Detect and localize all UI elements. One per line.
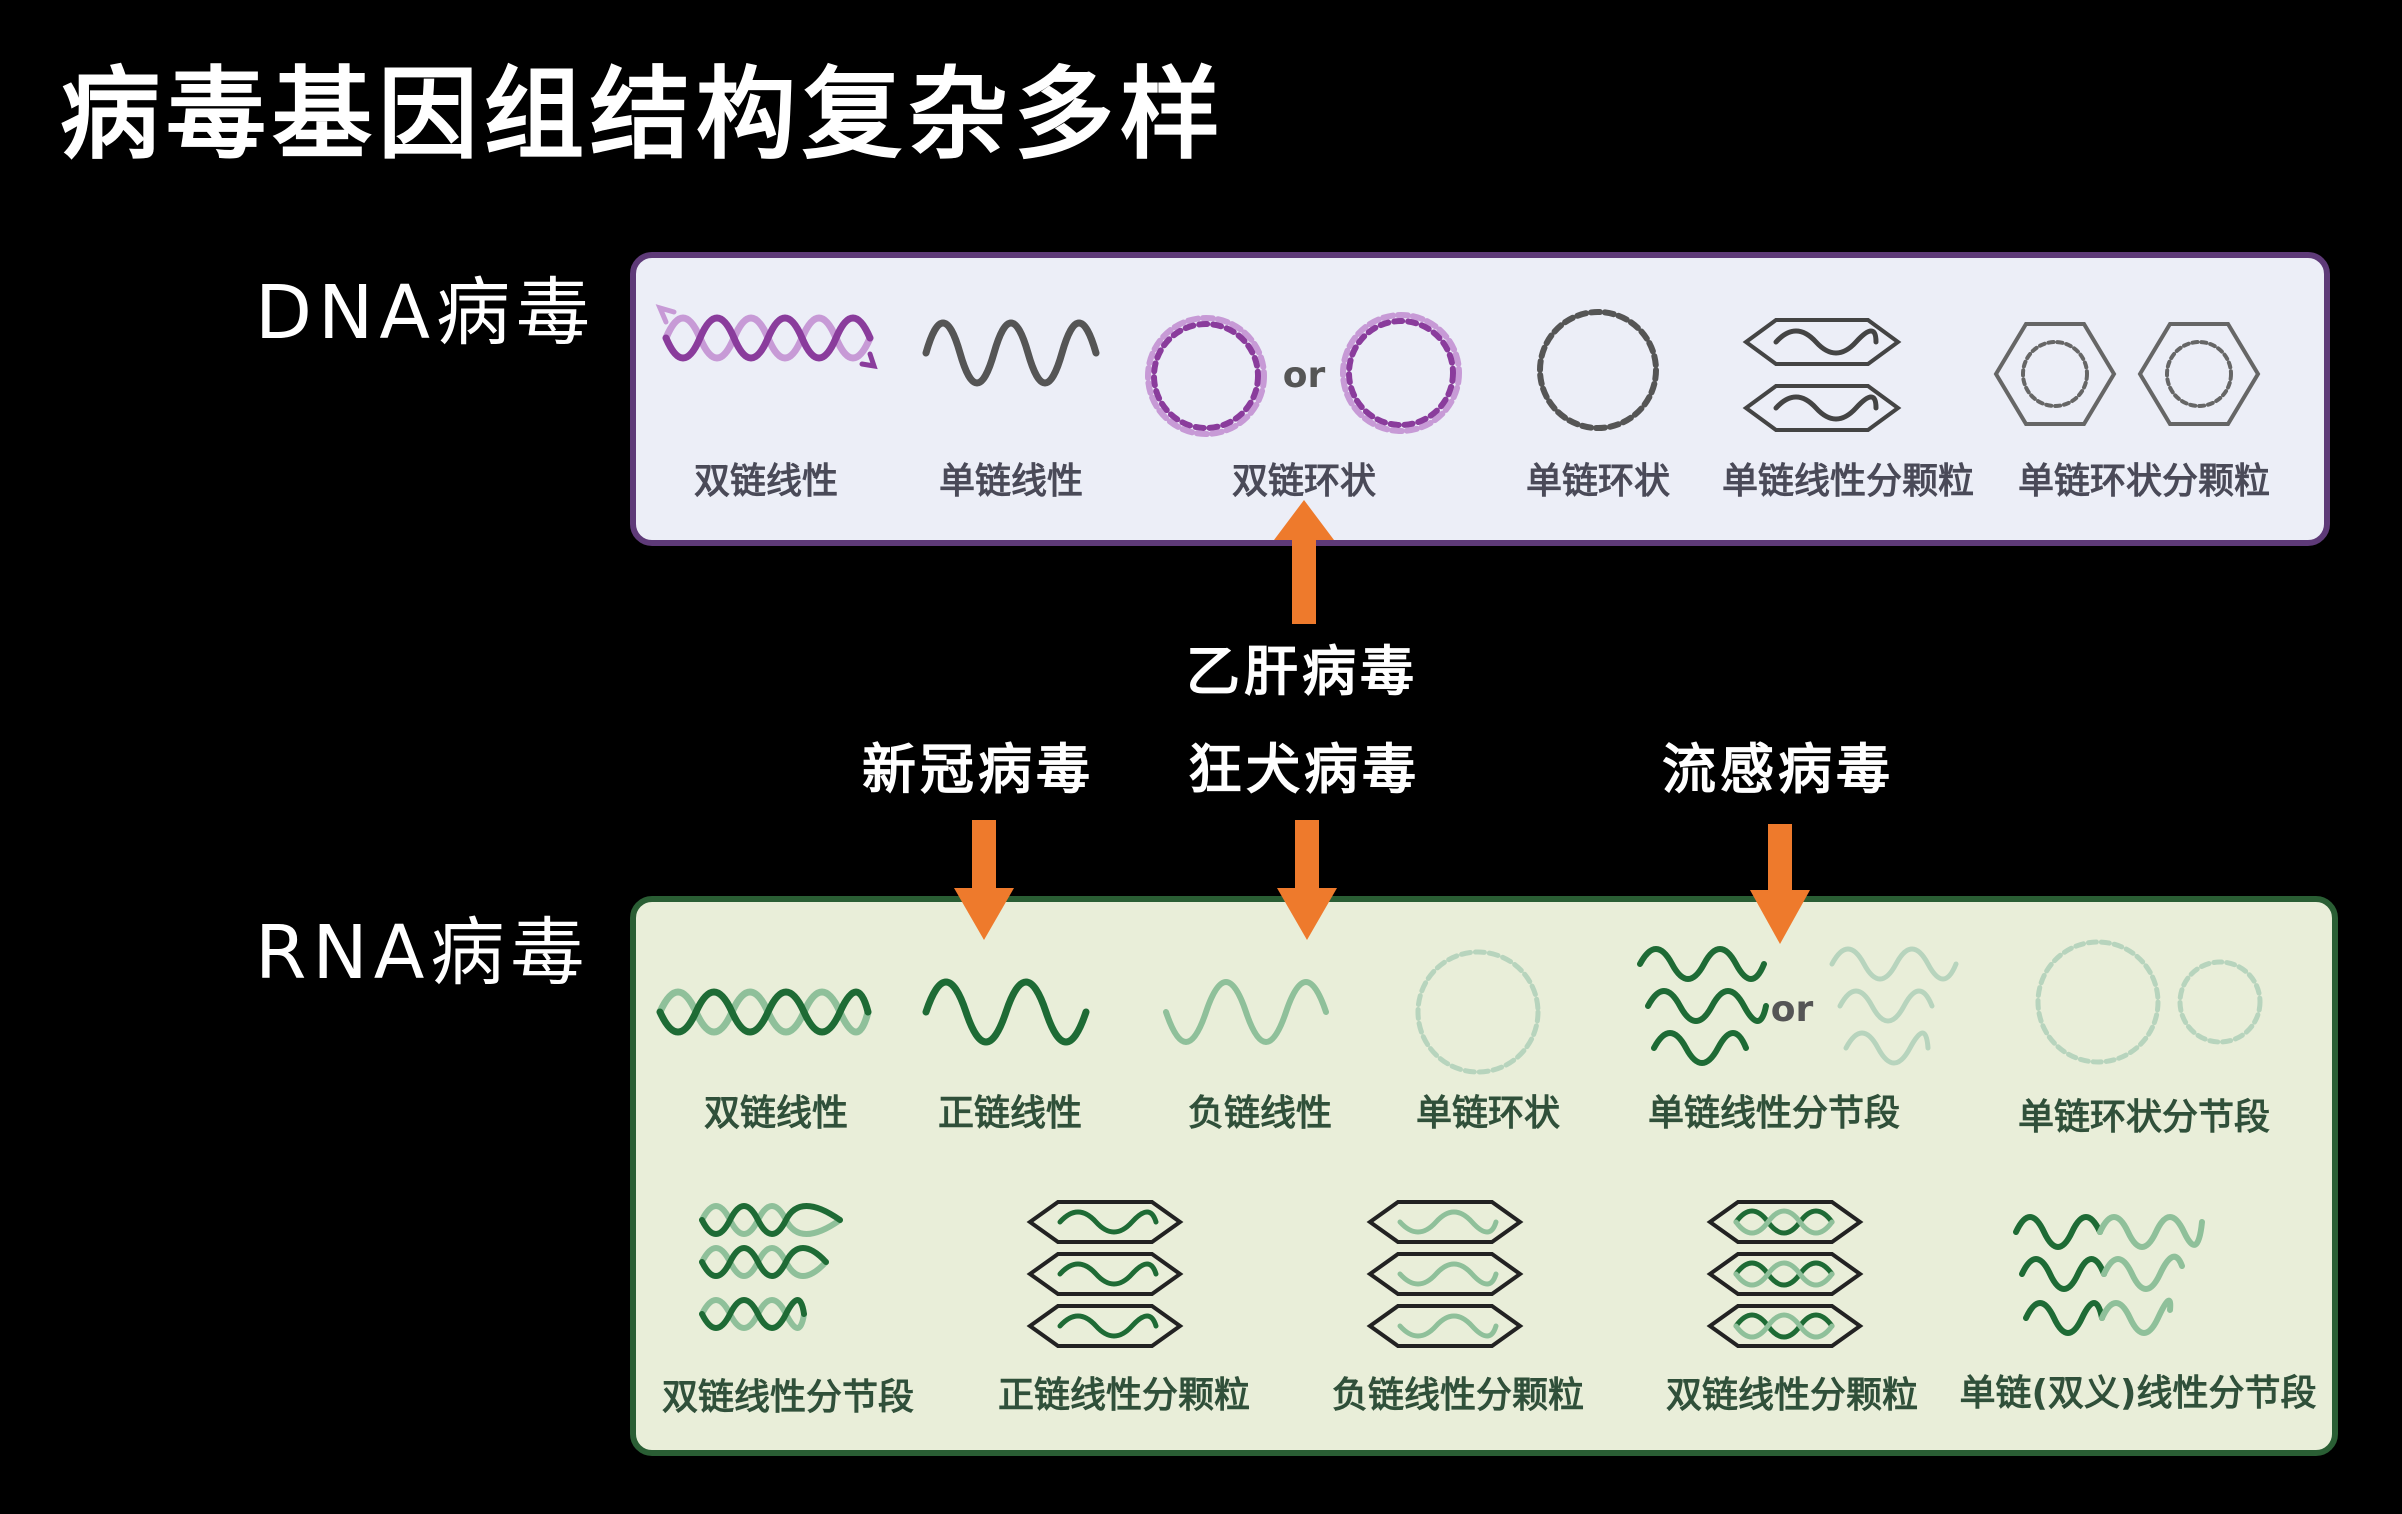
rna-caption-ds-linear-segmented: 双链线性分节段 bbox=[661, 1377, 915, 1418]
rabies-arrow-icon bbox=[1277, 820, 1337, 940]
rna-negative-multipartite-icon bbox=[1366, 1200, 1524, 1348]
rna-caption-ambisense-segmented: 单链(双义)线性分节段 bbox=[1959, 1373, 2317, 1414]
dna-ds-linear-icon bbox=[655, 304, 878, 370]
rna-ss-linear-segmented-alt-icon bbox=[1829, 946, 1959, 1066]
rna-caption-ss-circular: 单链环状 bbox=[1415, 1093, 1561, 1134]
rna-or-text: or bbox=[1770, 989, 1814, 1030]
rna-positive-linear-icon bbox=[922, 978, 1090, 1046]
hepatitis-b-label: 乙肝病毒 bbox=[1186, 640, 1418, 703]
dna-ss-circular-icon bbox=[1537, 309, 1659, 431]
rna-caption-ss-linear-segmented: 单链线性分节段 bbox=[1647, 1093, 1901, 1134]
rna-ds-linear-segmented-icon bbox=[699, 1203, 843, 1331]
rna-caption-positive-linear: 正链线性 bbox=[937, 1093, 1083, 1134]
rna-ss-circular-segmented-icon bbox=[2035, 939, 2263, 1065]
rna-ss-linear-segmented-icon bbox=[1637, 946, 1769, 1066]
dna-ss-linear-multipartite-icon bbox=[1742, 318, 1902, 432]
rna-ambisense-segmented-icon bbox=[2013, 1214, 2205, 1336]
rna-ss-circular-icon bbox=[1415, 949, 1541, 1075]
rna-caption-ds-multipartite: 双链线性分颗粒 bbox=[1665, 1375, 1919, 1416]
rna-caption-negative-linear: 负链线性 bbox=[1187, 1093, 1333, 1134]
dna-caption-ss-linear: 单链线性 bbox=[938, 461, 1084, 502]
hepatitis-b-arrow-icon bbox=[1274, 500, 1334, 624]
rna-row-label: RNA病毒 bbox=[255, 910, 591, 996]
covid-arrow-icon bbox=[954, 820, 1014, 940]
dna-caption-ds-circular: 双链环状 bbox=[1231, 461, 1377, 502]
rna-genome-illustrations bbox=[656, 939, 2263, 1348]
dna-or-text: or bbox=[1282, 355, 1326, 396]
rna-caption-negative-multipartite: 负链线性分颗粒 bbox=[1331, 1375, 1585, 1416]
dna-caption-ss-circular-multipartite: 单链环状分颗粒 bbox=[2017, 461, 2271, 502]
dna-ds-circular-icon bbox=[1145, 315, 1267, 437]
dna-ss-circular-multipartite-icon bbox=[1993, 322, 2261, 426]
rna-caption-ss-circular-segmented: 单链环状分节段 bbox=[2017, 1097, 2271, 1138]
rna-negative-linear-icon bbox=[1163, 979, 1329, 1045]
covid-label: 新冠病毒 bbox=[862, 738, 1094, 801]
influenza-arrow-icon bbox=[1750, 824, 1810, 944]
dna-caption-ss-linear-multipartite: 单链线性分颗粒 bbox=[1721, 461, 1975, 502]
rabies-label: 狂犬病毒 bbox=[1188, 738, 1420, 801]
dna-caption-ds-linear: 双链线性 bbox=[693, 461, 839, 502]
rna-caption-ds-linear: 双链线性 bbox=[703, 1093, 849, 1134]
dna-row-label: DNA病毒 bbox=[255, 270, 596, 356]
rna-genome-panel: or 双链线性 正链线性 负链线性 单链环状 单链线性分节段 单链环状分节段 双… bbox=[630, 896, 2338, 1456]
page-title: 病毒基因组结构复杂多样 bbox=[60, 56, 1226, 173]
rna-ds-linear-icon bbox=[656, 988, 872, 1036]
influenza-label: 流感病毒 bbox=[1662, 738, 1894, 801]
dna-genome-illustrations bbox=[655, 304, 2261, 437]
dna-ds-circular-alt-icon bbox=[1340, 312, 1462, 434]
rna-positive-multipartite-icon bbox=[1026, 1200, 1184, 1348]
dna-genome-panel: or 双链线性 单链线性 双链环状 单链环状 单链线性分颗粒 单链环状分颗粒 bbox=[630, 252, 2330, 546]
rna-caption-positive-multipartite: 正链线性分颗粒 bbox=[997, 1375, 1251, 1416]
rna-ds-multipartite-icon bbox=[1706, 1200, 1864, 1348]
dna-caption-ss-circular: 单链环状 bbox=[1525, 461, 1671, 502]
dna-ss-linear-icon bbox=[922, 319, 1100, 387]
